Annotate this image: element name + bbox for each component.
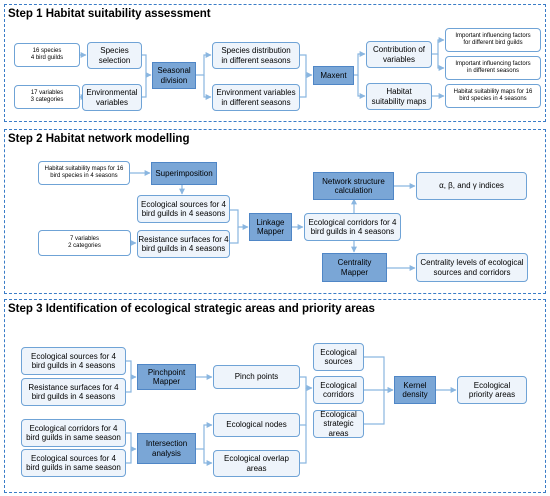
environment-variables-seasons-box: Environment variables in different seaso… — [212, 84, 300, 111]
centrality-mapper-box: Centrality Mapper — [322, 253, 387, 282]
corridors-box: Ecological corridors for 4 bird guilds i… — [304, 213, 401, 241]
indices-box: α, β, and γ indices — [416, 172, 527, 200]
ecological-sources-box: Ecological sources for 4 bird guilds in … — [137, 195, 230, 223]
contribution-text: Contribution of variables — [372, 45, 426, 64]
species-selection-text: Species selection — [98, 46, 131, 65]
kernel-text: Kernel density — [402, 380, 428, 399]
habitat-maps-box: Habitat suitability maps — [366, 83, 432, 110]
resistance-4-box: Resistance surfaces for 4 bird guilds in… — [21, 378, 126, 406]
step1-title: Step 1 Habitat suitability assessment — [8, 8, 211, 20]
step1-panel — [4, 4, 546, 122]
resistance-4-text: Resistance surfaces for 4 bird guilds in… — [28, 382, 119, 401]
overlap-box: Ecological overlap areas — [213, 450, 300, 477]
sources-4-text: Ecological sources for 4 bird guilds in … — [31, 351, 116, 370]
step3-panel — [4, 299, 546, 493]
sources-same-box: Ecological sources for 4 bird guilds in … — [21, 449, 126, 477]
contribution-box: Contribution of variables — [366, 41, 432, 68]
overlap-text: Ecological overlap areas — [224, 454, 289, 473]
superimposition-text: Superimposition — [155, 168, 213, 178]
factors-seasons-box: Important influencing factors in differe… — [445, 56, 541, 80]
factors-guilds-text: Important influencing factors for differ… — [455, 33, 531, 46]
environmental-variables-box: Environmental variables — [82, 84, 142, 111]
species-selection-box: Species selection — [87, 42, 142, 69]
corridors-same-box: Ecological corridors for 4 bird guilds i… — [21, 419, 126, 447]
resistance-surfaces-text: Resistance surfaces for 4 bird guilds in… — [138, 234, 229, 253]
step2-title: Step 2 Habitat network modelling — [8, 133, 190, 145]
pinchpoint-mapper-text: Pinchpoint Mapper — [147, 367, 186, 386]
eco-corridors-box: Ecological corridors — [313, 376, 364, 404]
environmental-variables-text: Environmental variables — [86, 88, 138, 107]
network-calc-text: Network structure calculation — [322, 176, 385, 195]
pinch-points-box: Pinch points — [213, 365, 300, 389]
eco-strategic-text: Ecological strategic areas — [320, 410, 357, 438]
variables-info-box: 17 variables 3 categories — [14, 85, 80, 109]
indices-text: α, β, and γ indices — [439, 181, 504, 191]
centrality-levels-text: Centrality levels of ecological sources … — [420, 258, 524, 277]
pinch-points-text: Pinch points — [234, 372, 279, 382]
seasonal-division-box: Seasonal division — [152, 62, 196, 89]
variables-info-text: 17 variables 3 categories — [30, 90, 64, 103]
species-distribution-text: Species distribution in different season… — [221, 46, 291, 65]
centrality-mapper-text: Centrality Mapper — [337, 258, 372, 277]
maxent-text: Maxent — [320, 70, 347, 80]
habitat-maps-text: Habitat suitability maps — [371, 87, 427, 106]
pinchpoint-mapper-box: Pinchpoint Mapper — [137, 364, 196, 390]
centrality-levels-box: Centrality levels of ecological sources … — [416, 253, 528, 282]
variables-info-2-box: 7 variables 2 categories — [38, 230, 131, 256]
resistance-surfaces-box: Resistance surfaces for 4 bird guilds in… — [137, 230, 230, 258]
maps-16-box: Habitat suitability maps for 16 bird spe… — [445, 84, 541, 108]
seasonal-division-text: Seasonal division — [157, 66, 191, 85]
corridors-text: Ecological corridors for 4 bird guilds i… — [308, 217, 397, 236]
factors-seasons-text: Important influencing factors in differe… — [455, 61, 531, 74]
step3-title: Step 3 Identification of ecological stra… — [8, 303, 375, 315]
nodes-box: Ecological nodes — [213, 413, 300, 437]
linkage-mapper-text: Linkage Mapper — [256, 217, 285, 236]
maps-input-box: Habitat suitability maps for 16 bird spe… — [38, 161, 130, 185]
intersection-box: Intersection analysis — [137, 433, 196, 464]
variables-info-2-text: 7 variables 2 categories — [68, 236, 101, 249]
ecological-sources-text: Ecological sources for 4 bird guilds in … — [141, 199, 226, 218]
corridors-same-text: Ecological corridors for 4 bird guilds i… — [26, 423, 121, 442]
sources-4-box: Ecological sources for 4 bird guilds in … — [21, 347, 126, 375]
maps-16-text: Habitat suitability maps for 16 bird spe… — [453, 89, 533, 102]
eco-strategic-box: Ecological strategic areas — [313, 410, 364, 438]
kernel-box: Kernel density — [394, 376, 436, 404]
factors-guilds-box: Important influencing factors for differ… — [445, 28, 541, 52]
nodes-text: Ecological nodes — [226, 420, 287, 430]
eco-sources-box: Ecological sources — [313, 343, 364, 371]
eco-corridors-text: Ecological corridors — [320, 380, 357, 399]
maps-input-text: Habitat suitability maps for 16 bird spe… — [44, 166, 124, 179]
superimposition-box: Superimposition — [151, 162, 217, 185]
step2-panel — [4, 129, 546, 294]
species-distribution-box: Species distribution in different season… — [212, 42, 300, 69]
intersection-text: Intersection analysis — [145, 439, 188, 458]
priority-box: Ecological priority areas — [457, 376, 527, 404]
maxent-box: Maxent — [313, 66, 354, 85]
environment-variables-seasons-text: Environment variables in different seaso… — [216, 88, 296, 107]
linkage-mapper-box: Linkage Mapper — [249, 213, 292, 241]
species-info-box: 16 species 4 bird guilds — [14, 43, 80, 67]
sources-same-text: Ecological sources for 4 bird guilds in … — [26, 453, 121, 472]
priority-text: Ecological priority areas — [468, 380, 516, 399]
network-calc-box: Network structure calculation — [313, 172, 394, 200]
eco-sources-text: Ecological sources — [320, 347, 357, 366]
species-info-text: 16 species 4 bird guilds — [30, 48, 64, 61]
